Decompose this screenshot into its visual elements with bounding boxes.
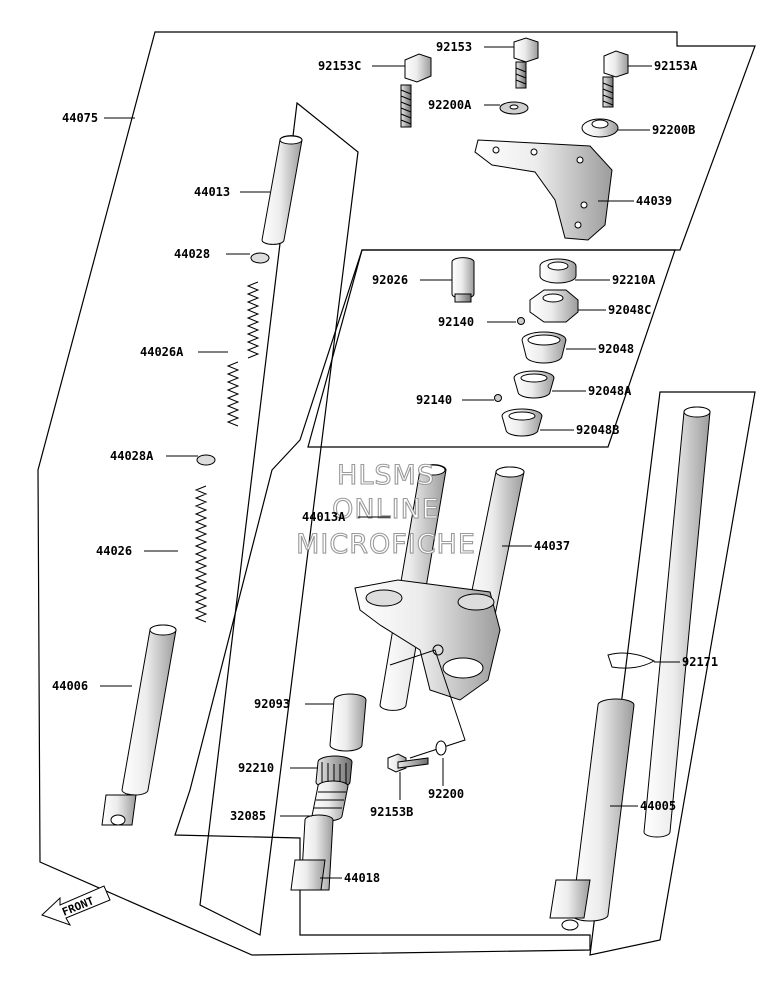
callout-92200: 92200 <box>428 787 464 801</box>
nut-92048c <box>529 289 579 323</box>
washer-92200a <box>499 101 529 115</box>
cap-92026 <box>451 257 475 303</box>
callout-44028a: 44028A <box>110 449 154 463</box>
callout-92048a: 92048A <box>588 384 632 398</box>
stem-44037 <box>354 466 525 701</box>
callout-44039: 44039 <box>636 194 672 208</box>
callout-44028: 44028 <box>174 247 210 261</box>
spring-44026a <box>226 281 260 427</box>
tube-44013 <box>261 135 303 245</box>
callout-92140-upper: 92140 <box>438 315 474 329</box>
bolt-92153 <box>513 37 539 89</box>
watermark-line-1: HLSMS <box>337 460 435 491</box>
race-92048 <box>521 331 567 364</box>
fork-leg-44005 <box>549 406 711 931</box>
callout-92171: 92171 <box>682 655 718 669</box>
callout-92153b: 92153B <box>370 805 413 819</box>
callout-32085: 32085 <box>230 809 266 823</box>
callout-92048b: 92048B <box>576 423 619 437</box>
damper-44006 <box>101 624 177 826</box>
bolt-92153b <box>387 753 429 773</box>
callout-44026a: 44026A <box>140 345 184 359</box>
callout-44005: 44005 <box>640 799 676 813</box>
callout-92093: 92093 <box>254 697 290 711</box>
ball-92140-upper <box>517 317 525 325</box>
locknut-92210a <box>539 258 577 284</box>
watermark-line-3: MICROFICHE <box>296 529 476 560</box>
bolt-92153a <box>602 50 629 108</box>
callout-92048c: 92048C <box>608 303 651 317</box>
fork-assembly-frame <box>37 31 756 956</box>
bolt-92153c <box>400 53 432 128</box>
leader-lines <box>100 46 680 879</box>
callout-44013: 44013 <box>194 185 230 199</box>
watermark-line-2: ONLINE <box>332 494 440 525</box>
race-92048b <box>501 408 543 437</box>
callout-92200b: 92200B <box>652 123 695 137</box>
callout-92048: 92048 <box>598 342 634 356</box>
callout-92210a: 92210A <box>612 273 656 287</box>
spring-44026 <box>194 485 208 623</box>
ball-92140-lower <box>494 394 502 402</box>
callout-44026: 44026 <box>96 544 132 558</box>
callout-92140-lower: 92140 <box>416 393 452 407</box>
race-92048a <box>513 370 555 399</box>
callout-92153: 92153 <box>436 40 472 54</box>
seat-44028 <box>250 252 270 264</box>
callout-44037: 44037 <box>534 539 570 553</box>
callout-92026: 92026 <box>372 273 408 287</box>
callout-44018: 44018 <box>344 871 380 885</box>
front-direction-arrow: FRONT <box>41 885 111 926</box>
outer-tube-44018 <box>290 814 334 891</box>
circlip-92171 <box>607 652 656 669</box>
washer-92200 <box>435 740 447 756</box>
callout-92210: 92210 <box>238 761 274 775</box>
bracket-44039 <box>474 139 613 241</box>
callout-44013a: 44013A <box>302 510 346 524</box>
steering-parts-frame <box>307 249 676 448</box>
inner-fork-tube-frame <box>199 101 359 936</box>
callout-92153a: 92153A <box>654 59 698 73</box>
callout-44006: 44006 <box>52 679 88 693</box>
seat-44028a <box>196 454 216 466</box>
washer-92200b <box>581 118 619 138</box>
cover-92093 <box>329 693 367 752</box>
callout-92200a: 92200A <box>428 98 472 112</box>
callout-92153c: 92153C <box>318 59 361 73</box>
callout-44075: 44075 <box>62 111 98 125</box>
